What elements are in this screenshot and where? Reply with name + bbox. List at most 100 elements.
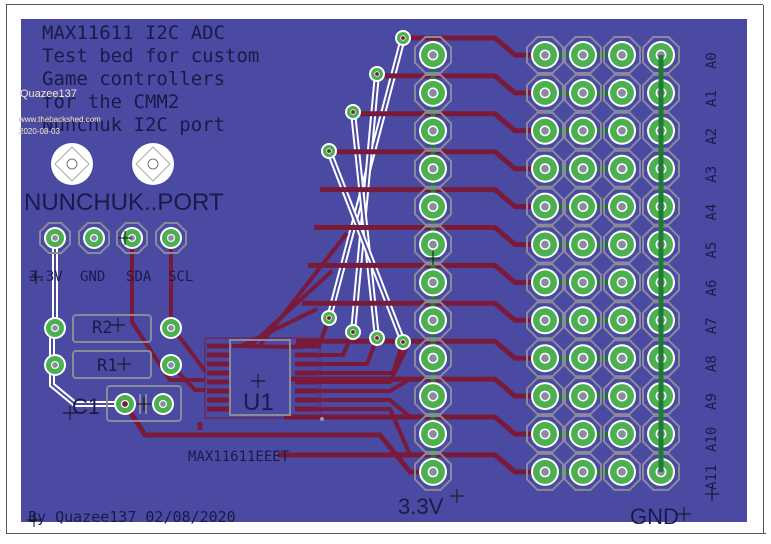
grid-pad-8-2-hole <box>618 354 626 363</box>
grid-pad-9-3-outline <box>642 377 680 416</box>
grid-pad-2-2-outline <box>603 111 641 150</box>
grid-pad-5-3-outline <box>642 225 680 264</box>
watermark-date: 2020-08-03 <box>19 127 60 136</box>
origin-cross-5 <box>63 406 77 420</box>
grid-pad-0-0-outline <box>526 36 564 74</box>
origin-cross-11 <box>426 251 440 265</box>
pin-label-scl: SCL <box>168 269 193 285</box>
ic-via-trace-0 <box>317 317 331 348</box>
frame-border-bottom <box>6 533 766 534</box>
grid-pad-9-1-outline <box>564 377 602 416</box>
connector-pad-0-outline <box>39 222 71 254</box>
grid-pad-1-2-hole <box>618 89 626 97</box>
grid-pad-11-0-outline <box>526 452 564 491</box>
grid-pad-2-2-hole <box>618 126 626 135</box>
ic-fan-2 <box>248 269 334 348</box>
grid-pad-3-1-outline <box>564 149 602 188</box>
trace-channel-11 <box>278 452 545 475</box>
grid-pad-7-1-hole <box>579 316 587 325</box>
channel-label-a3: A3 <box>704 166 720 183</box>
grid-pad-3-0-hole <box>541 164 549 173</box>
grid-pad-4-2-hole <box>618 202 626 211</box>
grid-pad-2-3-outline <box>642 111 680 150</box>
frame-border-top <box>6 4 763 5</box>
grid-pad-3-2-outline <box>603 149 641 188</box>
power-pad-6-outline <box>414 263 452 302</box>
power-pad-11-hole <box>429 468 437 476</box>
via-7-hole <box>401 340 405 344</box>
grid-pad-5-0-outline <box>526 225 564 264</box>
origin-cross-3 <box>117 357 131 371</box>
title-line-4: for the CMM2 <box>42 91 179 113</box>
grid-pad-4-1-outline <box>564 187 602 226</box>
ic-part-label: MAX11611EEET <box>188 449 290 465</box>
origin-cross-7 <box>450 489 464 503</box>
grid-pad-1-1-outline <box>564 73 602 112</box>
grid-pad-9-1-hole <box>579 392 587 400</box>
power-pad-7-hole <box>429 316 437 325</box>
capacitor-body <box>106 385 182 422</box>
grid-pad-2-0-outline <box>526 111 564 150</box>
grid-pad-0-2-hole <box>618 51 626 59</box>
via-1-hole <box>375 72 379 76</box>
grid-pad-1-0-outline <box>526 73 564 112</box>
grid-pad-2-1-outline <box>564 111 602 150</box>
ic-body-outline <box>229 339 291 416</box>
channel-label-a10: A10 <box>704 427 720 452</box>
power-pad-11-outline <box>414 452 452 491</box>
mounting-hole-2 <box>132 143 174 185</box>
pin-label-3v3: 3.3V <box>29 269 63 285</box>
grid-pad-5-1-outline <box>564 225 602 264</box>
power-pad-5-hole <box>429 240 437 249</box>
trace-channel-6 <box>308 262 545 285</box>
frame-border-right <box>763 5 764 533</box>
power-pad-9-hole <box>429 392 437 400</box>
origin-cross-4 <box>137 397 151 411</box>
grid-pad-3-0-outline <box>526 149 564 188</box>
grid-pad-11-2-outline <box>603 452 641 491</box>
via-5-hole <box>351 330 355 334</box>
channel-label-a2: A2 <box>704 128 720 145</box>
grid-pad-6-2-outline <box>603 263 641 302</box>
grid-pad-10-2-outline <box>603 415 641 453</box>
trace-cap-to-rail <box>122 402 433 475</box>
grid-pad-8-0-hole <box>541 354 549 363</box>
grid-pad-7-3-outline <box>642 301 680 340</box>
grid-pad-3-3-outline <box>642 149 680 188</box>
resistor-r2-body <box>72 314 152 343</box>
connector-pin-labels: 3.3V GND SDA SCL <box>29 269 193 285</box>
grid-pad-9-0-hole <box>541 392 549 400</box>
grid-pad-11-1-hole <box>579 468 587 476</box>
grid-pad-7-2-outline <box>603 301 641 340</box>
via-2-hole <box>351 110 355 114</box>
grid-pad-9-0-outline <box>526 377 564 416</box>
power-pad-8-outline <box>414 339 452 378</box>
grid-pad-10-0-outline <box>526 415 564 453</box>
grid-pad-0-2-outline <box>603 36 641 74</box>
grid-pad-10-3-outline <box>642 415 680 453</box>
origin-cross-10 <box>27 513 41 527</box>
grid-pad-10-0-hole <box>541 430 549 438</box>
title-line-1: MAX11611 I2C ADC <box>42 22 225 44</box>
origin-markers <box>27 231 719 527</box>
grid-pad-10-1-hole <box>579 430 587 438</box>
grid-pad-0-3-outline <box>642 36 680 74</box>
connector-pad-3-hole <box>168 235 174 241</box>
resistor-r1-label: R1 <box>97 356 117 376</box>
power-pad-1-hole <box>429 89 437 97</box>
channel-label-a7: A7 <box>704 317 720 334</box>
grid-pad-0-1-hole <box>579 51 587 59</box>
grid-pad-6-3-outline <box>642 263 680 302</box>
grid-pad-7-0-outline <box>526 301 564 340</box>
power-pad-9-outline <box>414 377 452 416</box>
grid-pad-5-0-hole <box>541 240 549 249</box>
r1-pad-left-hole <box>52 362 58 368</box>
channel-label-a8: A8 <box>704 355 720 372</box>
watermark-author: Quazee137 <box>20 88 77 100</box>
r2-pad-left-hole <box>52 325 58 331</box>
power-pad-4-outline <box>414 187 452 226</box>
power-pad-8-hole <box>429 354 437 363</box>
via-4-hole <box>327 316 331 320</box>
